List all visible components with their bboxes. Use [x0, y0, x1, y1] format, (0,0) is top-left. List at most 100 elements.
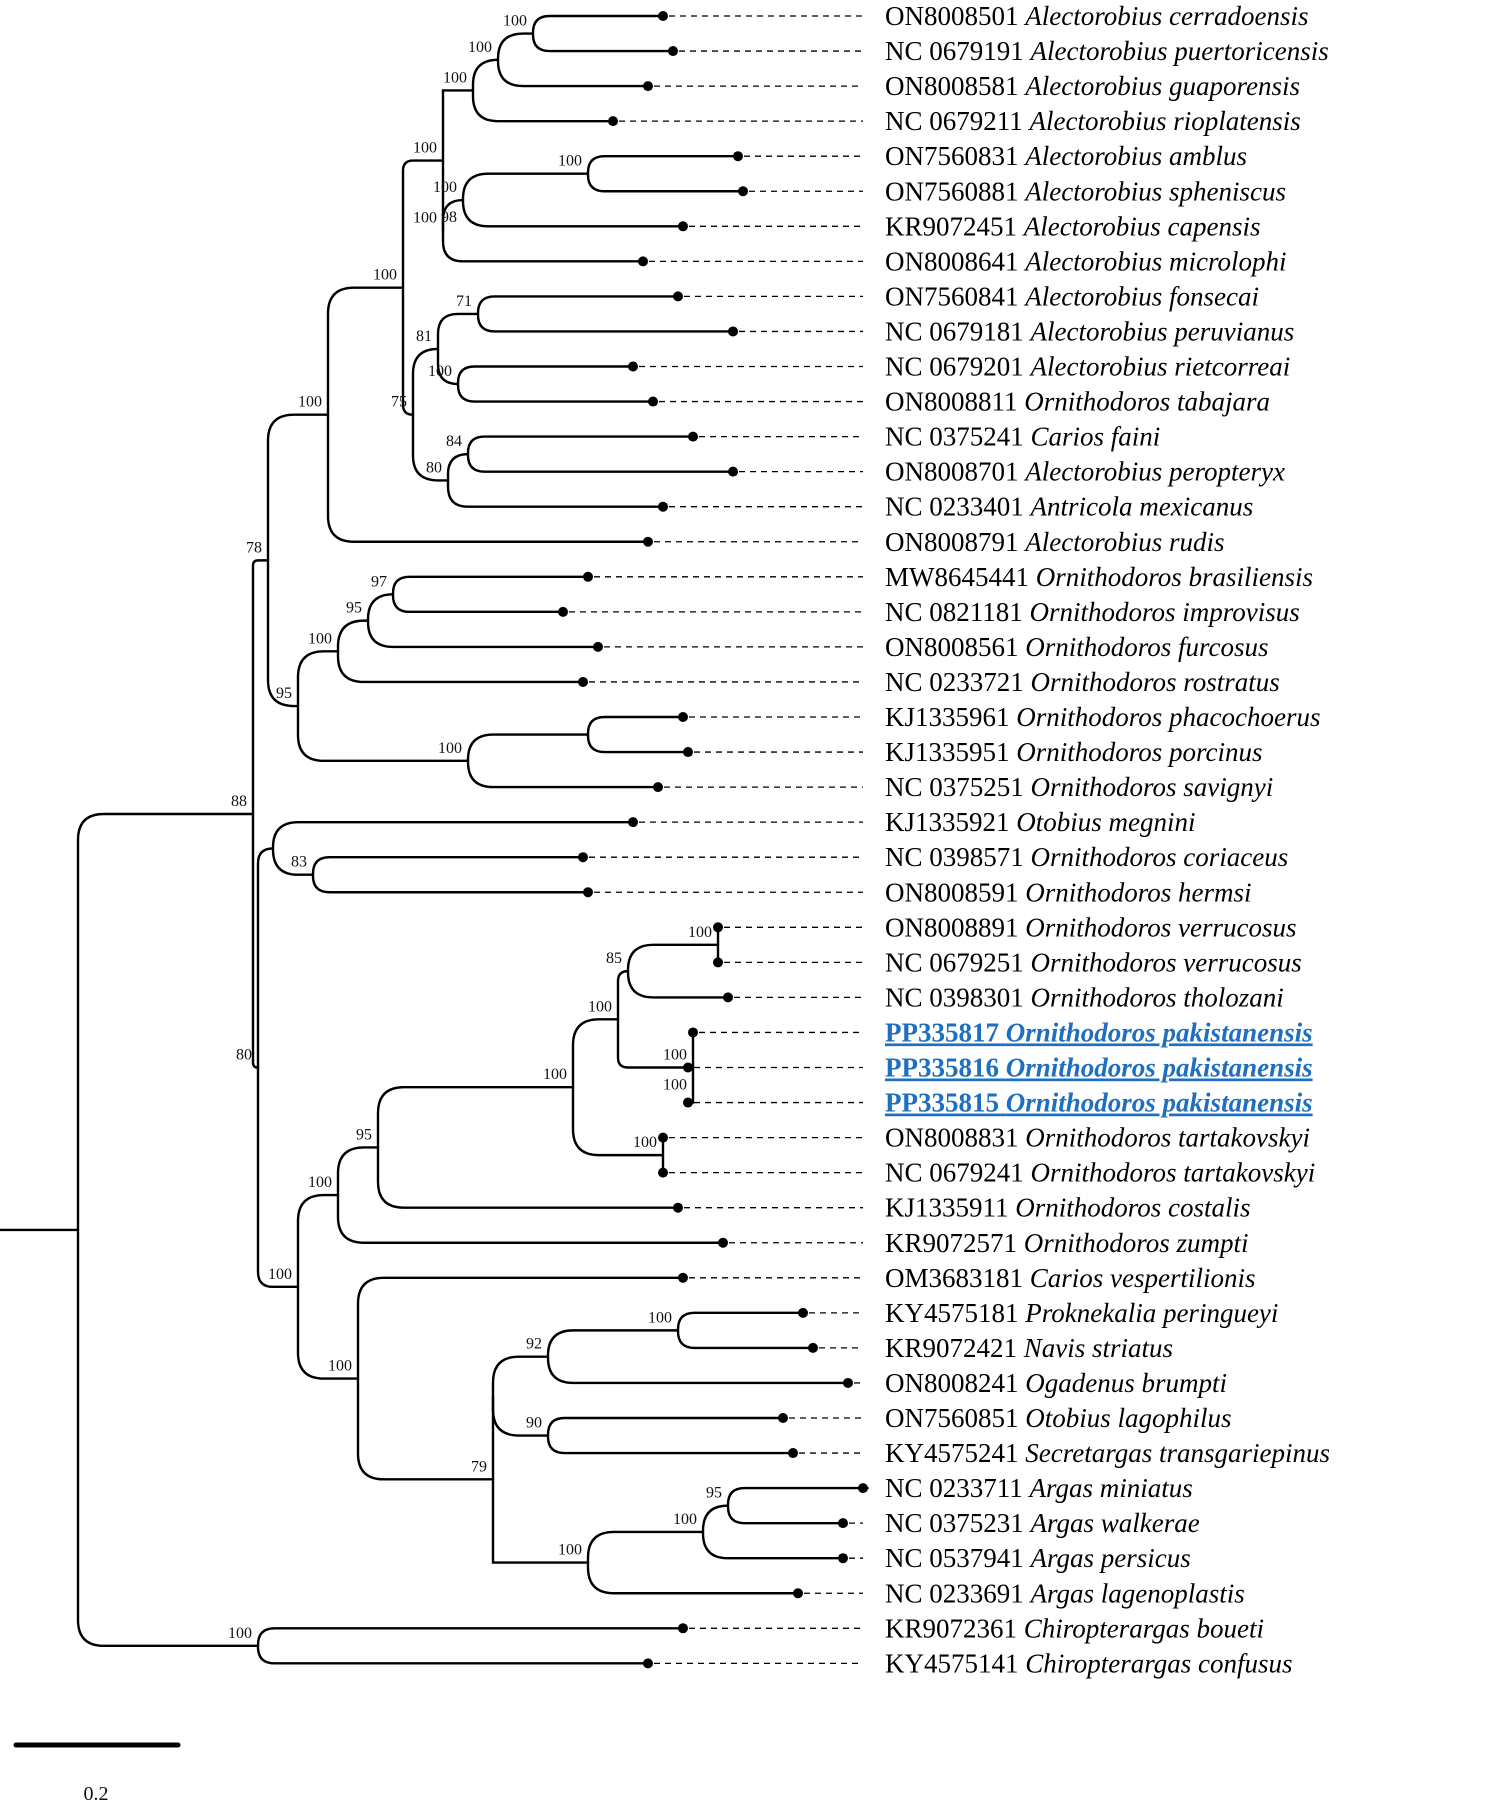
- taxon-species: Carios vespertilionis: [1030, 1263, 1256, 1293]
- taxon-label: KR9072421 Navis striatus: [885, 1333, 1173, 1363]
- taxon-species: Ornithodoros pakistanensis: [1006, 1017, 1313, 1047]
- taxon-species: Ornithodoros brasiliensis: [1036, 562, 1313, 592]
- bootstrap-value: 75: [391, 394, 407, 411]
- taxon-accession: NC 0398571: [885, 842, 1031, 872]
- taxon-label: NC 0375251 Ornithodoros savignyi: [885, 772, 1273, 802]
- taxon-label: ON8008811 Ornithodoros tabajara: [885, 387, 1270, 417]
- taxon-label: NC 0679251 Ornithodoros verrucosus: [885, 947, 1302, 977]
- scale-bar: 0.2: [13, 1742, 181, 1805]
- bootstrap-value: 100: [688, 924, 712, 941]
- taxon-species: Alectorobius microlophi: [1023, 246, 1286, 276]
- taxon-label: NC 0679181 Alectorobius peruvianus: [885, 316, 1294, 346]
- bootstrap-value: 85: [606, 950, 622, 967]
- branch-f2: [466, 733, 660, 789]
- taxon-label: KY4575241 Secretargas transgariepinus: [885, 1438, 1330, 1468]
- bootstrap-value: 100: [503, 13, 527, 30]
- tip-dot: [643, 536, 653, 547]
- tip-dot: [558, 606, 568, 617]
- taxon-accession: KR9072451: [885, 211, 1024, 241]
- taxon-label: KR9072361 Chiropterargas boueti: [885, 1613, 1264, 1643]
- taxon-accession: ON8008831: [885, 1123, 1025, 1153]
- tip-dot: [578, 676, 588, 687]
- bootstrap-value: 95: [706, 1485, 722, 1502]
- taxon-label: ON8008501 Alectorobius cerradoensis: [885, 1, 1308, 31]
- tip-dot: [683, 747, 693, 758]
- taxon-accession: NC 0537941: [885, 1543, 1031, 1573]
- taxon-species: Ornithodoros tartakovskyi: [1031, 1158, 1316, 1188]
- branch-root: [76, 812, 260, 1648]
- branch-h2: [626, 943, 730, 999]
- bootstrap-value: 100: [558, 153, 582, 170]
- bootstrap-value: 100: [298, 394, 322, 411]
- bootstrap-value: 100: [543, 1066, 567, 1083]
- tip-dot: [608, 116, 618, 127]
- taxon-species: Ornithodoros improvisus: [1030, 597, 1300, 627]
- taxon-species: Ornithodoros furcosus: [1025, 632, 1268, 662]
- taxon-accession: NC 0375251: [885, 772, 1031, 802]
- taxon-label: NC 0537941 Argas persicus: [885, 1543, 1191, 1573]
- taxon-accession: PP335817: [885, 1017, 1006, 1047]
- tip-dot: [683, 1097, 693, 1108]
- taxon-accession: ON8008811: [885, 387, 1024, 417]
- branch-c1: [476, 295, 735, 333]
- taxon-label: KJ1335961 Ornithodoros phacochoerus: [885, 702, 1321, 732]
- taxon-label: NC 0679201 Alectorobius rietcorreai: [885, 352, 1290, 382]
- branch-c2: [456, 365, 655, 403]
- branch-hi: [616, 969, 695, 1069]
- taxon-label: OM3683181 Carios vespertilionis: [885, 1263, 1256, 1293]
- bootstrap-value: 88: [231, 793, 247, 810]
- tip-dot: [658, 11, 668, 21]
- taxon-label: NC 0821181 Ornithodoros improvisus: [885, 597, 1300, 627]
- tip-dot: [843, 1377, 853, 1388]
- tip-dot: [688, 1027, 698, 1038]
- taxon-accession: NC 0233711: [885, 1473, 1030, 1503]
- bootstrap-value: 100: [373, 267, 397, 284]
- branch-f1: [586, 715, 690, 754]
- taxon-species: Carios faini: [1031, 422, 1161, 452]
- tip-dot: [668, 46, 678, 57]
- tip-dot: [658, 1132, 668, 1143]
- taxon-species: Alectorobius puertoricensis: [1029, 36, 1329, 66]
- tip-dot: [688, 431, 698, 442]
- taxon-label: PP335816 Ornithodoros pakistanensis: [885, 1053, 1313, 1083]
- bootstrap-value: 100: [648, 1309, 672, 1326]
- taxon-species: Ornithodoros verrucosus: [1025, 912, 1296, 942]
- bootstrap-value: 100: [673, 1511, 697, 1528]
- branch-l2: [546, 1329, 850, 1385]
- bootstrap-value: 84: [446, 433, 462, 450]
- branch-g1: [311, 856, 590, 894]
- tip-dot: [678, 221, 688, 232]
- taxon-species: Ornithodoros pakistanensis: [1006, 1053, 1313, 1083]
- taxon-label: ON8008891 Ornithodoros verrucosus: [885, 912, 1297, 942]
- taxon-label: NC 0375241 Carios faini: [885, 422, 1160, 452]
- taxon-accession: ON7560841: [885, 281, 1025, 311]
- taxon-species: Antricola mexicanus: [1029, 492, 1254, 522]
- tree-branches: [0, 14, 865, 1665]
- taxon-accession: ON8008791: [885, 527, 1025, 557]
- taxon-accession: NC 0233691: [885, 1578, 1031, 1608]
- tip-dot: [628, 361, 638, 372]
- taxon-accession: NC 0679191: [885, 36, 1031, 66]
- branch-B: [296, 1193, 360, 1380]
- taxon-species: Alectorobius peropteryx: [1023, 457, 1285, 487]
- branch-d1: [466, 435, 735, 473]
- bootstrap-value: 100: [428, 363, 452, 380]
- taxon-accession: NC 0375241: [885, 422, 1031, 452]
- taxon-accession: KJ1335911: [885, 1193, 1015, 1223]
- branch-abcd: [401, 159, 445, 416]
- bootstrap-value: 100: [438, 740, 462, 757]
- bootstrap-value: 100: [308, 1174, 332, 1191]
- tip-dot: [673, 1202, 683, 1213]
- tip-dot: [723, 992, 733, 1003]
- branch-n1: [256, 1627, 685, 1665]
- taxon-accession: NC 0821181: [885, 597, 1030, 627]
- tip-dot: [653, 782, 663, 793]
- taxon-label: ON8008591 Ornithodoros hermsi: [885, 877, 1252, 907]
- taxon-species: Otobius megnini: [1016, 807, 1195, 837]
- tip-dot: [713, 957, 723, 968]
- taxon-species: Alectorobius guaporensis: [1023, 71, 1300, 101]
- branch-g2: [271, 820, 635, 876]
- taxon-label: KR9072571 Ornithodoros zumpti: [885, 1228, 1249, 1258]
- bootstrap-value: 95: [356, 1126, 372, 1143]
